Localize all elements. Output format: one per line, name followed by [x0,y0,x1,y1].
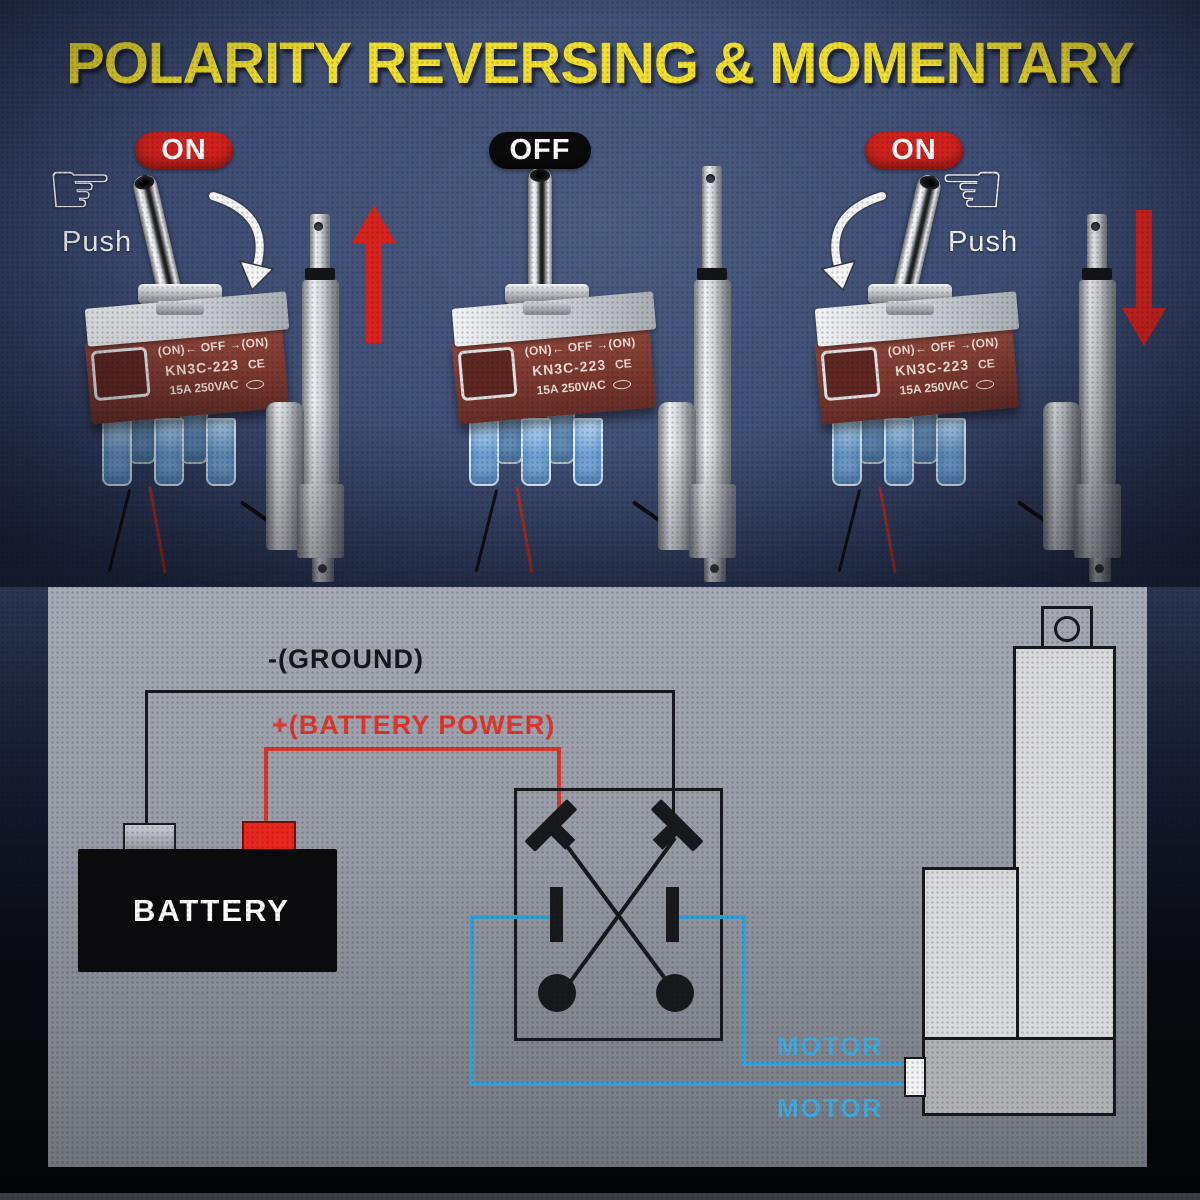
battery-box: BATTERY [78,849,337,972]
clevis-hole-icon [1054,616,1080,642]
schematic-cross-links [558,836,680,998]
motor-wire-right [742,915,746,1066]
ground-label: -(GROUND) [268,644,424,674]
battery-power-label: +(BATTERY POWER) [272,710,556,740]
vignette [0,0,1200,587]
schematic-pole-right [656,974,694,1012]
schematic-contact-right [666,887,679,942]
battery-power-wire [264,747,268,823]
schematic-pole-left [538,974,576,1012]
motor-wire-left [470,915,556,919]
schematic-contact-left [550,887,563,942]
motor-wire-left [470,915,474,1086]
actuator-schematic-rod [1013,646,1116,1043]
motor-wire-left [470,1082,906,1086]
actuator-schematic-connector [904,1057,926,1097]
bottom-edge-strip [0,1193,1200,1200]
battery-positive-terminal [242,821,296,854]
switch-schematic-box [514,788,723,1041]
actuator-schematic-base [922,1037,1116,1116]
ground-wire [672,690,675,831]
battery-power-wire [264,747,561,751]
motor-wire-right [679,915,746,919]
motor-wire-right [742,1062,906,1066]
battery-label: BATTERY [133,892,290,928]
actuator-schematic-motor [922,867,1019,1043]
motor-label-top: MOTOR [777,1031,884,1061]
ground-wire [145,690,148,824]
wiring-diagram-panel: -(GROUND) +(BATTERY POWER) BATTERY [48,587,1147,1167]
ground-wire [145,690,675,693]
motor-label-bottom: MOTOR [777,1093,884,1123]
